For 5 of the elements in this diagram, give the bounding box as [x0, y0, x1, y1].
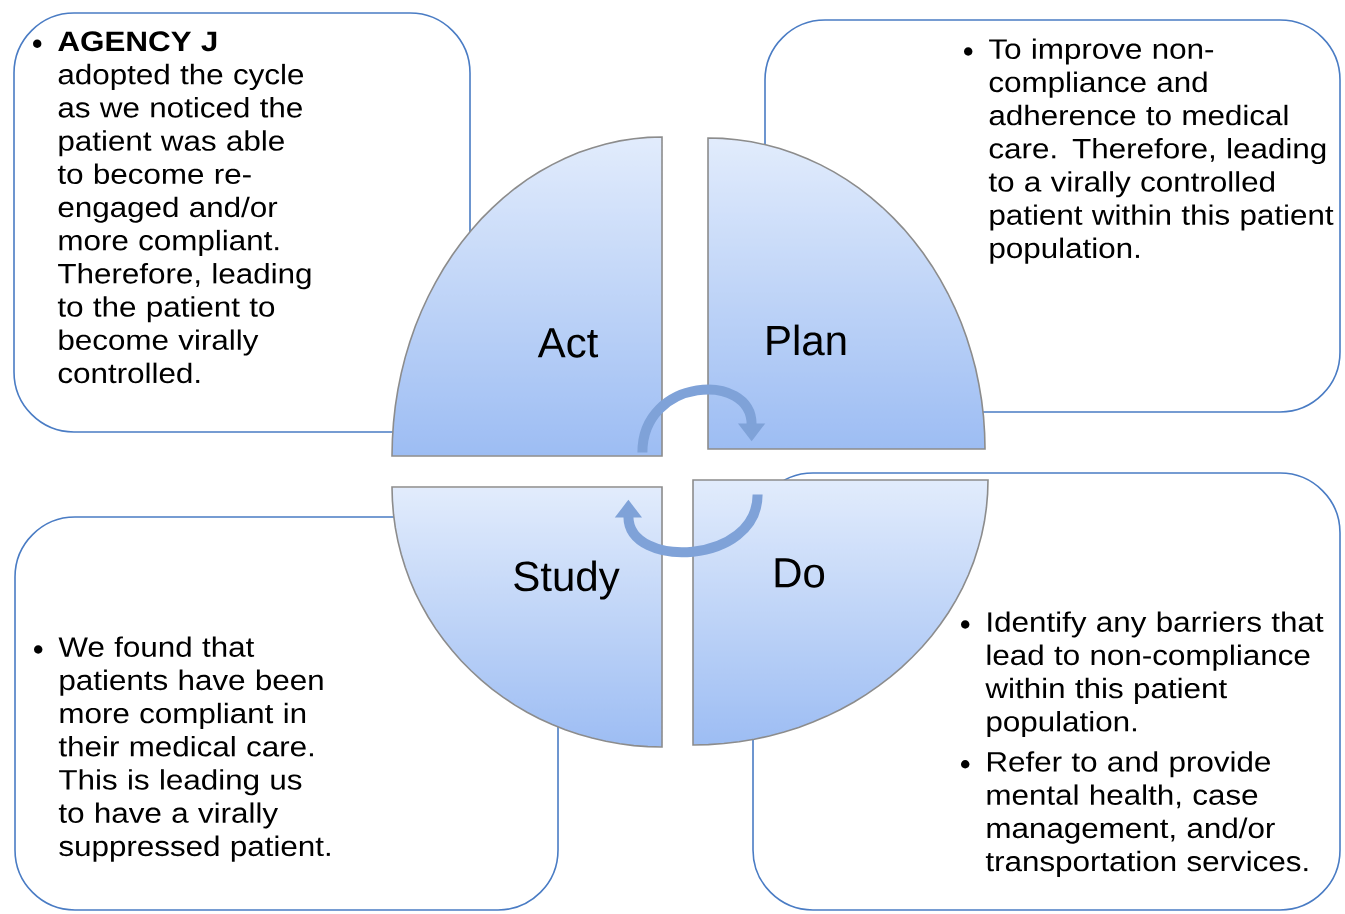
pie-segment: Plan [707, 137, 986, 450]
pie-segment: Study [391, 486, 663, 748]
curved-arrow [614, 493, 763, 558]
curved-arrow [637, 384, 766, 453]
pie-segment: Act [391, 136, 663, 457]
